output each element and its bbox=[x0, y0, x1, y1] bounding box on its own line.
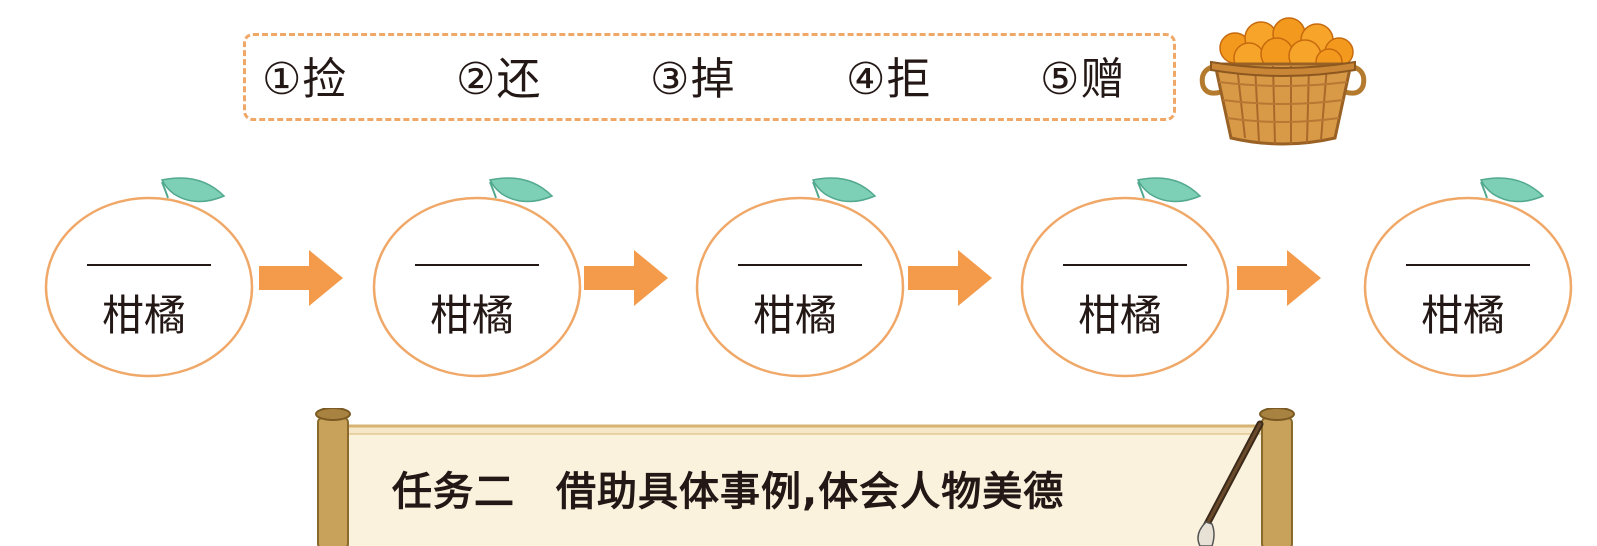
orange-outline-icon bbox=[695, 177, 905, 378]
orange-blank-3: 柑橘 bbox=[675, 172, 915, 382]
orange-label: 柑橘 bbox=[752, 291, 837, 340]
scroll-banner bbox=[315, 408, 1295, 546]
option-3: ③掉 bbox=[650, 54, 736, 105]
orange-outline-icon bbox=[1020, 177, 1230, 378]
orange-outline-icon bbox=[44, 177, 254, 378]
task-title: 任务二 借助具体事例,体会人物美德 bbox=[392, 469, 1065, 515]
orange-label: 柑橘 bbox=[1077, 291, 1162, 340]
orange-blank-4: 柑橘 bbox=[1000, 172, 1240, 382]
writing-brush-icon bbox=[1197, 420, 1264, 546]
option-5: ⑤赠 bbox=[1040, 54, 1126, 105]
orange-label: 柑橘 bbox=[429, 291, 514, 340]
orange-outline-icon bbox=[1363, 177, 1573, 378]
arrow-right-icon bbox=[584, 250, 668, 306]
answer-blank[interactable] bbox=[1063, 264, 1187, 266]
word-bank-box bbox=[243, 33, 1176, 121]
orange-label: 柑橘 bbox=[1420, 291, 1505, 340]
answer-blank[interactable] bbox=[87, 264, 211, 266]
answer-blank[interactable] bbox=[1406, 264, 1530, 266]
answer-blank[interactable] bbox=[415, 264, 539, 266]
answer-blank[interactable] bbox=[738, 264, 862, 266]
orange-label: 柑橘 bbox=[101, 291, 186, 340]
orange-blank-1: 柑橘 bbox=[24, 172, 264, 382]
orange-outline-icon bbox=[372, 177, 582, 378]
option-1: ①捡 bbox=[262, 54, 348, 105]
arrow-right-icon bbox=[908, 250, 992, 306]
option-4: ④拒 bbox=[846, 54, 932, 105]
orange-blank-5: 柑橘 bbox=[1343, 172, 1583, 382]
option-2: ②还 bbox=[456, 54, 542, 105]
orange-blank-2: 柑橘 bbox=[352, 172, 592, 382]
arrow-right-icon bbox=[1237, 250, 1321, 306]
arrow-right-icon bbox=[259, 250, 343, 306]
orange-basket-icon bbox=[1199, 17, 1367, 146]
